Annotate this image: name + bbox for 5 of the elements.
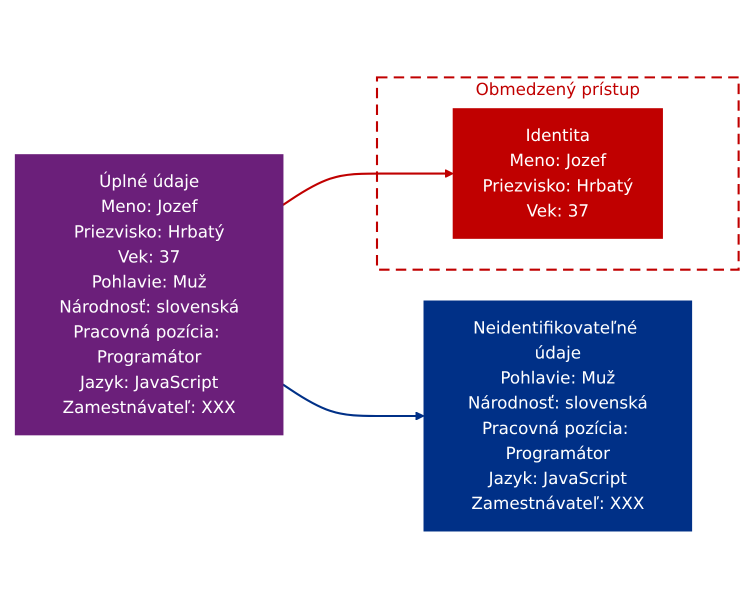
arrow bbox=[282, 383, 424, 420]
node-box: Identita Meno: Jozef Priezvisko: Hrbatý Vek: 37 bbox=[452, 108, 663, 239]
node-box: Úplné údaje Meno: Jozef Priezvisko: Hrbatý Vek: 37 Pohlavie: Muž Národnosť: slovenská Pracovná pozícia: Programátor Jazyk: JavaScript Zamestnávateľ: XXX bbox=[14, 154, 284, 436]
arrow bbox=[282, 168, 454, 206]
node-box: Neidentifikovateľné údaje Pohlavie: Muž Národnosť: slovenská Pracovná pozícia: Programátor Jazyk: JavaScript Zamestnávateľ: XXX bbox=[424, 300, 692, 532]
